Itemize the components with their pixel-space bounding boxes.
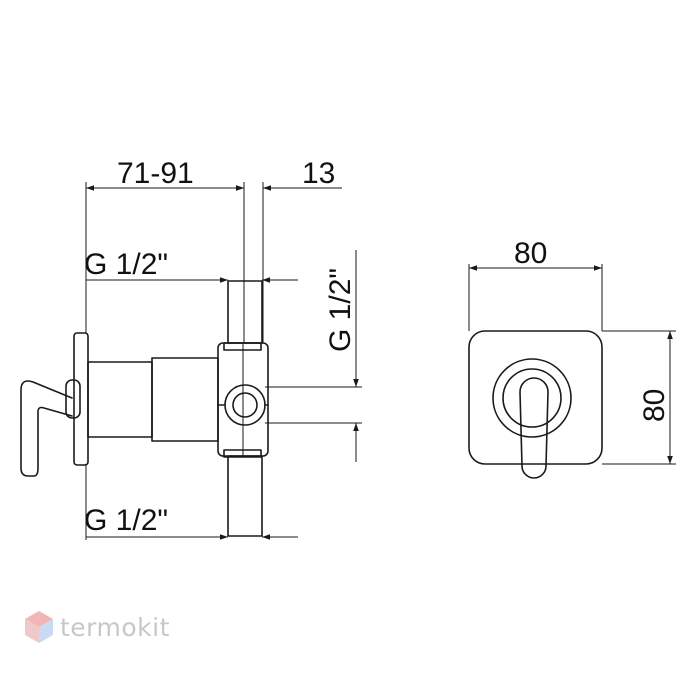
side-knob <box>65 379 81 419</box>
side-outlet-outer <box>224 384 266 426</box>
front-cover-plate <box>468 330 603 465</box>
side-view <box>20 280 269 537</box>
side-cover-plate <box>73 332 89 466</box>
side-body <box>87 361 153 438</box>
dim-plate-width-label: 80 <box>514 237 547 270</box>
side-handle <box>20 380 73 477</box>
side-sleeve <box>151 357 219 442</box>
side-dimensions: 71-91 13 G 1/2" G 1/2" G 1/2" <box>84 157 362 540</box>
watermark: termokit <box>24 610 170 644</box>
dim-thread-top-label: G 1/2" <box>84 248 168 281</box>
termokit-logo-icon <box>25 611 53 643</box>
dim-thread-bottom-label: G 1/2" <box>84 504 168 537</box>
front-knob-inner <box>502 368 562 428</box>
watermark-text: termokit <box>60 612 170 642</box>
front-lever <box>519 377 549 479</box>
front-knob-outer <box>492 358 572 438</box>
dim-plate-height-label: 80 <box>638 389 671 422</box>
dim-thread-side-label: G 1/2" <box>324 268 357 352</box>
dim-cover-label: 13 <box>302 157 335 190</box>
side-outlet-inner <box>232 392 258 418</box>
front-dimensions: 80 80 <box>468 237 676 465</box>
dim-length-label: 71-91 <box>117 157 194 190</box>
front-view <box>468 330 603 479</box>
side-bottom-pipe <box>227 455 263 537</box>
side-top-pipe <box>227 280 263 344</box>
